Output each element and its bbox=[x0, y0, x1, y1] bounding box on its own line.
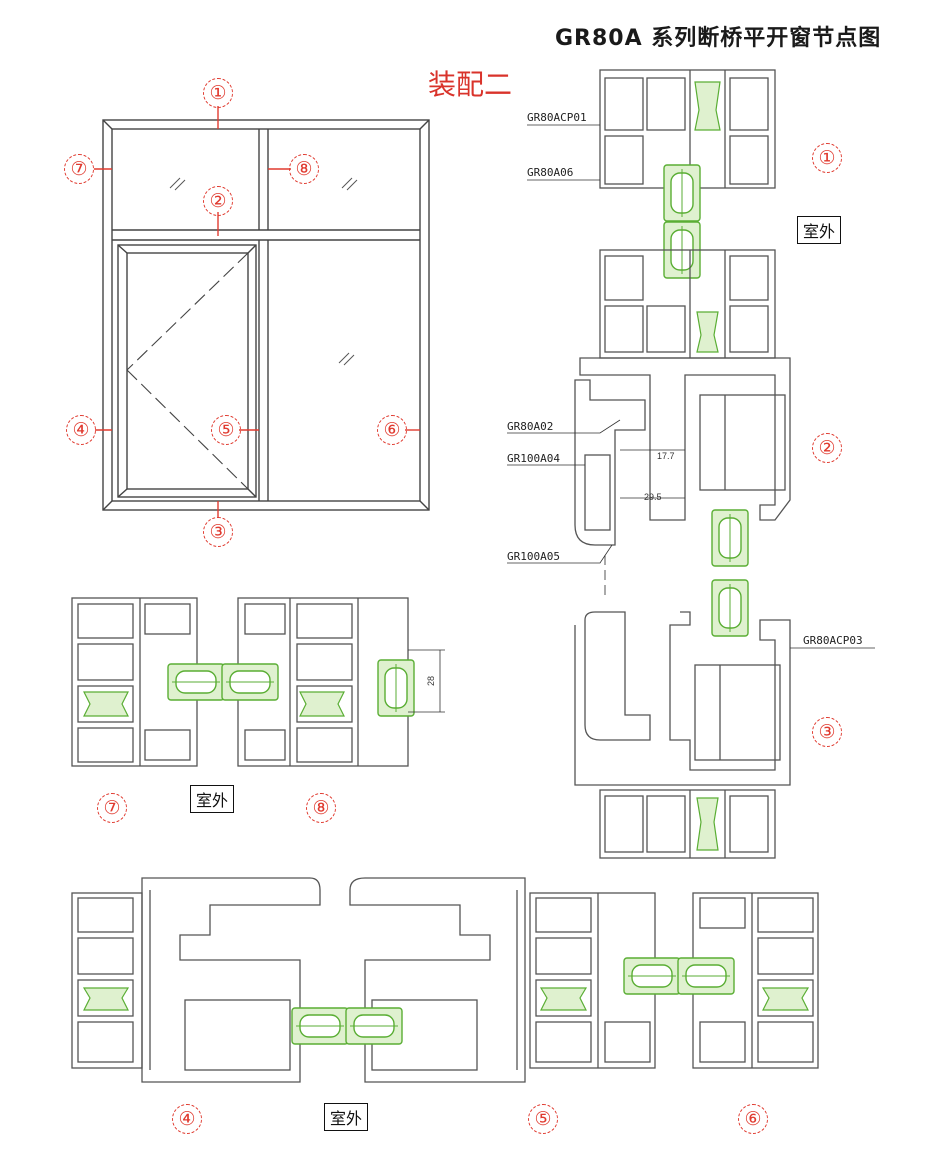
node-label-8: ⑧ bbox=[289, 154, 319, 184]
node-label-7: ⑦ bbox=[64, 154, 94, 184]
section-label-7: ⑦ bbox=[97, 793, 127, 823]
node-label-1: ① bbox=[203, 78, 233, 108]
section-label-1: ① bbox=[812, 143, 842, 173]
node-label-6: ⑥ bbox=[377, 415, 407, 445]
assembly-subtitle: 装配二 bbox=[428, 68, 513, 101]
section-label-6: ⑥ bbox=[738, 1104, 768, 1134]
part-code-gr100a05: GR100A05 bbox=[507, 550, 560, 563]
node-label-3: ③ bbox=[203, 517, 233, 547]
section-label-4: ④ bbox=[172, 1104, 202, 1134]
part-code-gr80a02: GR80A02 bbox=[507, 420, 554, 433]
section-label-5: ⑤ bbox=[528, 1104, 558, 1134]
outdoor-tag-middle: 室外 bbox=[190, 785, 235, 813]
part-code-gr80a06: GR80A06 bbox=[527, 166, 574, 179]
part-code-gr80acp01: GR80ACP01 bbox=[527, 111, 587, 124]
part-code-gr100a04: GR100A04 bbox=[507, 452, 560, 465]
section-label-3: ③ bbox=[812, 717, 842, 747]
section-label-2: ② bbox=[812, 433, 842, 463]
dimension-28: 28 bbox=[426, 675, 437, 687]
part-code-gr80acp03: GR80ACP03 bbox=[803, 634, 863, 647]
section-label-8: ⑧ bbox=[306, 793, 336, 823]
outdoor-tag-top: 室外 bbox=[797, 216, 842, 244]
dimension-29-5: 29.5 bbox=[644, 492, 662, 502]
outdoor-tag-bottom: 室外 bbox=[324, 1103, 369, 1131]
node-label-2: ② bbox=[203, 186, 233, 216]
node-label-4: ④ bbox=[66, 415, 96, 445]
dimension-17-7: 17.7 bbox=[657, 451, 675, 461]
node-label-5: ⑤ bbox=[211, 415, 241, 445]
page-title: GR80A 系列断桥平开窗节点图 bbox=[555, 26, 882, 51]
